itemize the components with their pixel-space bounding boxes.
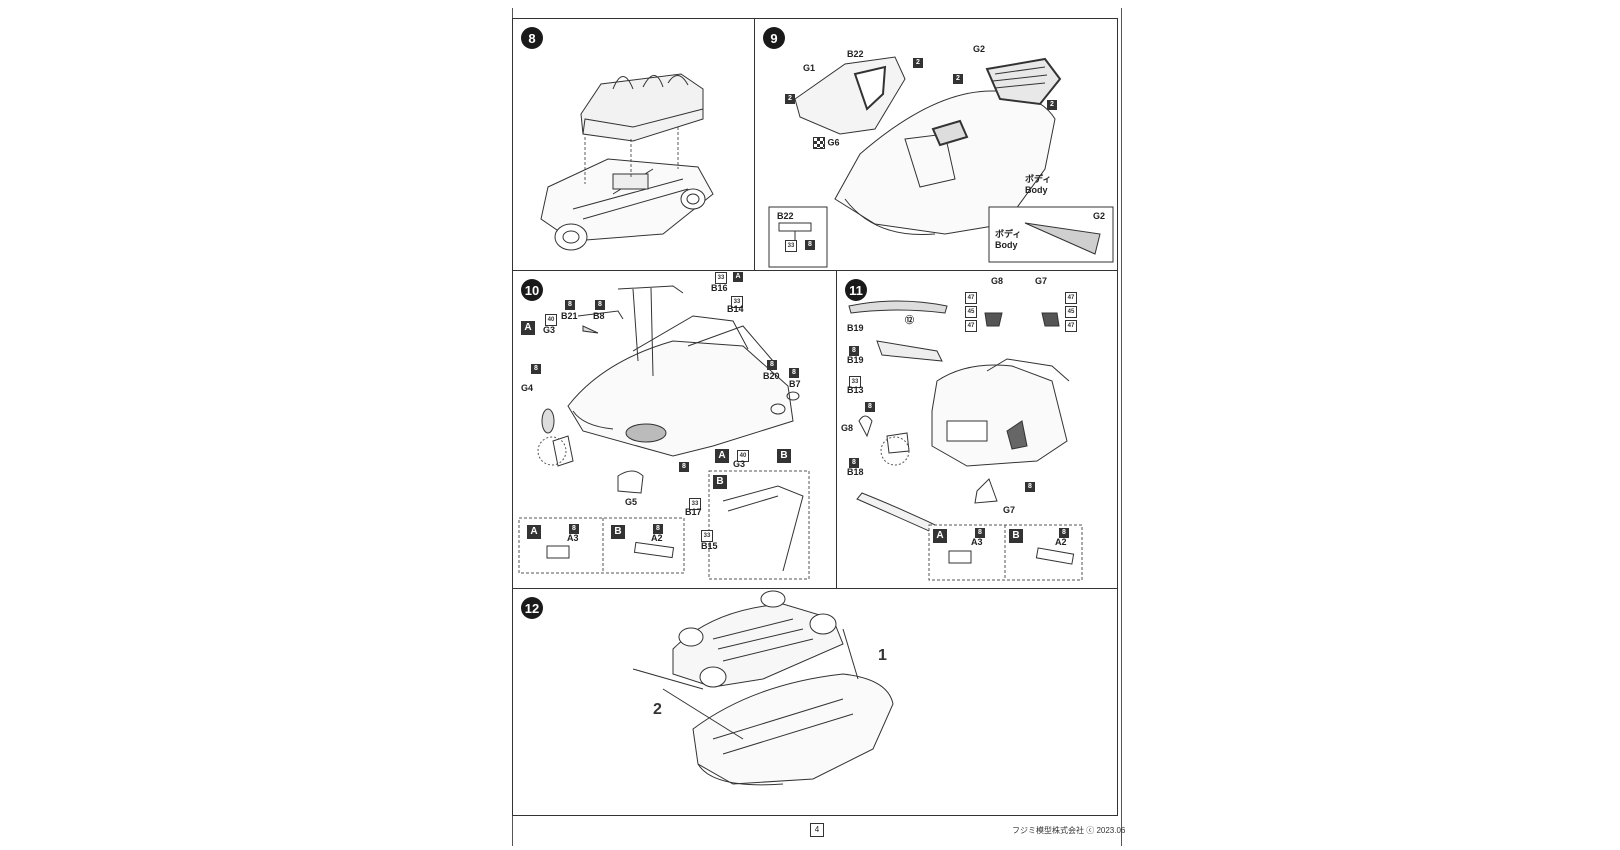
a3-paint-11: 8 <box>975 527 985 538</box>
part-label-b8: B8 <box>593 311 605 321</box>
body-label-jp: ボディ <box>1025 174 1052 184</box>
part-label-a2-11: A2 <box>1055 537 1067 547</box>
marker-a-left: A <box>521 321 535 335</box>
marker-b-g3: B <box>777 449 791 463</box>
page-number: 4 <box>810 823 824 837</box>
g3-paint-b: 40 <box>737 449 749 462</box>
part-label-b19: B19 <box>847 355 864 365</box>
step-11-panel: 11 B19 ⑫ G8 G7 47 45 47 47 45 47 8 B19 3… <box>836 270 1118 590</box>
paint-code-2-d: 2 <box>1047 99 1057 110</box>
step-10-panel: 10 8 B21 8 B8 33 B16 A 33 <box>512 270 838 590</box>
part-label-b16: B16 <box>711 283 728 293</box>
marker-a-top: A <box>733 271 743 282</box>
a2-paint: 8 <box>653 523 663 534</box>
part-label-b15: B15 <box>701 541 718 551</box>
step-9-panel: 9 B22 G1 G2 2 2 2 2 G6 ボディ Body B22 33 8… <box>754 18 1118 272</box>
marker-a-box11: A <box>933 529 947 543</box>
part-label-a3-11: A3 <box>971 537 983 547</box>
g8-paint-47: 47 <box>965 291 977 304</box>
paint-code-2-b: 2 <box>785 93 795 104</box>
b19-paint: 8 <box>849 345 859 356</box>
part-label-b22: B22 <box>847 49 864 59</box>
g8-paint-45: 45 <box>965 305 977 318</box>
part-label-g2: G2 <box>973 44 986 54</box>
part-label-b20: B20 <box>763 371 780 381</box>
g7-paint-47: 47 <box>1065 291 1077 304</box>
b15-paint: 33 <box>701 529 713 542</box>
part-label-b13: B13 <box>847 385 864 395</box>
part-label-b19-top: B19 <box>847 323 864 333</box>
step-12-number: 12 <box>521 597 543 619</box>
marker-a-box: A <box>527 525 541 539</box>
part-label-b21: B21 <box>561 311 578 321</box>
part-label-g3-b: G3 <box>733 459 746 469</box>
step-9-illustration <box>768 56 1114 268</box>
b14-paint: 33 <box>731 295 743 308</box>
b20-paint: 8 <box>767 359 777 370</box>
g7-paint-47b: 47 <box>1065 319 1077 332</box>
b18-paint: 8 <box>849 457 859 468</box>
inset-g2-label: G2 <box>1093 211 1106 221</box>
marker-b-box11: B <box>1009 529 1023 543</box>
inset-paint-33: 33 <box>785 239 797 252</box>
part-label-g3: G3 <box>543 325 556 335</box>
paint-code-2-c: 2 <box>953 73 963 84</box>
step-10-number: 10 <box>521 279 543 301</box>
g8-body-paint: 8 <box>865 401 875 412</box>
part-label-g1: G1 <box>803 63 816 73</box>
step-12-panel: 12 1 2 <box>512 588 1118 816</box>
b19-circle-note: ⑫ <box>905 315 915 325</box>
part-label-g4: G4 <box>521 383 534 393</box>
g4-paint: 8 <box>531 363 541 374</box>
part-label-a3: A3 <box>567 533 579 543</box>
b8-paint: 8 <box>595 299 605 310</box>
fender-paint: 8 <box>679 461 689 472</box>
paint-code-2-a: 2 <box>913 57 923 68</box>
inset-paint-8: 8 <box>805 239 815 250</box>
part-label-a2: A2 <box>651 533 663 543</box>
step-12-illustration <box>632 590 894 786</box>
step-11-illustration <box>848 300 1083 581</box>
b13-paint: 33 <box>849 375 861 388</box>
inset-body-jp: ボディ <box>995 229 1022 239</box>
b21-paint: 8 <box>565 299 575 310</box>
marker-a-g3: A <box>715 449 729 463</box>
part-label-g7-b: G7 <box>1003 505 1016 515</box>
g7-paint-45: 45 <box>1065 305 1077 318</box>
part-label-g7: G7 <box>1035 276 1048 286</box>
part-label-b17: B17 <box>685 507 702 517</box>
copyright-text: フジミ模型株式会社 ⓒ 2023.06 <box>1012 826 1126 835</box>
step-9-number: 9 <box>763 27 785 49</box>
a3-paint: 8 <box>569 523 579 534</box>
part-label-g8: G8 <box>991 276 1004 286</box>
part-label-g8-b: G8 <box>841 423 854 433</box>
part-label-g5: G5 <box>625 497 638 507</box>
step-8-illustration <box>540 73 714 251</box>
part-label-b7: B7 <box>789 379 801 389</box>
step-10-illustration <box>518 285 810 580</box>
part-label-b14: B14 <box>727 304 744 314</box>
a2-paint-11: 8 <box>1059 527 1069 538</box>
marker-b-box2: B <box>611 525 625 539</box>
inset-body-en: Body <box>995 240 1018 250</box>
step-8-number: 8 <box>521 27 543 49</box>
callout-1: 1 <box>878 647 887 664</box>
part-label-g6: G6 <box>813 137 840 149</box>
inset-b22-label: B22 <box>777 211 794 221</box>
step-11-number: 11 <box>845 279 867 301</box>
step-8-panel: 8 <box>512 18 756 272</box>
b7-paint: 8 <box>789 367 799 378</box>
b16-paint: 33 <box>715 271 727 284</box>
part-label-b18: B18 <box>847 467 864 477</box>
body-label-en: Body <box>1025 185 1048 195</box>
b17-paint: 33 <box>689 497 701 510</box>
g8-paint-47b: 47 <box>965 319 977 332</box>
marker-b-box: B <box>713 475 727 489</box>
body-paint-8: 8 <box>1025 481 1035 492</box>
callout-2: 2 <box>653 701 662 718</box>
g3-paint: 40 <box>545 313 557 326</box>
